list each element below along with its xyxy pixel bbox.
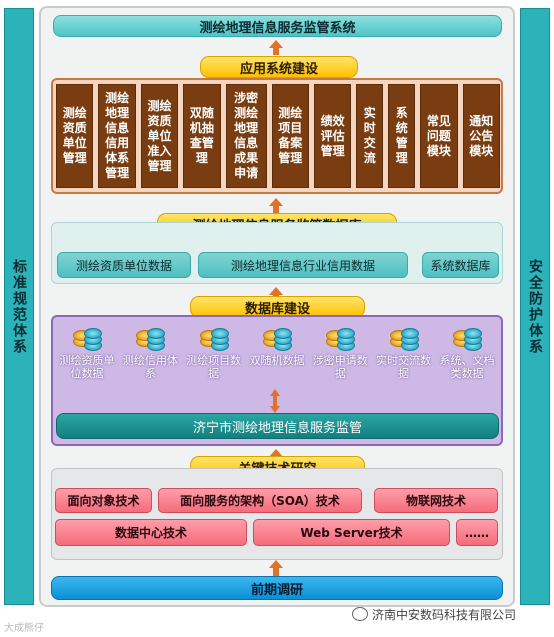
more-tech: …… xyxy=(456,519,498,546)
up-arrow-icon xyxy=(269,560,283,568)
watermark-left-text: 大成熊仔 xyxy=(4,623,44,634)
iot-tech: 物联网技术 xyxy=(374,488,498,513)
app-build-label: 应用系统建设 xyxy=(200,56,358,78)
arrow-stem xyxy=(273,46,279,55)
db-build-item-1: 测绘资质单位数据 xyxy=(56,326,118,390)
db-build-item-label: 测绘项目数据 xyxy=(186,354,242,380)
double-arrow-icon xyxy=(268,389,282,413)
database-stack-icon xyxy=(452,326,482,352)
up-arrow-icon xyxy=(269,287,283,295)
app-module-3: 测绘资质单位准入管理 xyxy=(140,84,179,188)
app-module-1: 测绘资质单位管理 xyxy=(56,84,94,188)
app-module-5: 涉密测绘地理信息成果申请 xyxy=(225,84,267,188)
web-server-tech: Web Server技术 xyxy=(253,519,450,546)
db-build-item-3: 测绘项目数据 xyxy=(183,326,245,390)
database-stack-icon xyxy=(199,326,229,352)
db-build-items: 测绘资质单位数据测绘信用体系测绘项目数据双随机数据涉密申请数据实时交流数据系统、… xyxy=(56,326,498,390)
data-center-tech: 数据中心技术 xyxy=(55,519,247,546)
db-build-item-label: 测绘资质单位数据 xyxy=(59,354,115,380)
db-build-item-label: 系统、文档类数据 xyxy=(439,354,495,380)
soa-tech: 面向服务的架构（SOA）技术 xyxy=(158,488,362,513)
app-module-4: 双随机抽查管理 xyxy=(183,84,221,188)
system-title: 测绘地理信息服务监管系统 xyxy=(53,15,502,37)
app-module-10: 常见问题模块 xyxy=(420,84,458,188)
up-arrow-icon xyxy=(269,40,283,48)
standards-system-bar: 标准规范体系 xyxy=(4,8,34,605)
jining-platform-bar: 济宁市测绘地理信息服务监管 xyxy=(56,413,499,439)
database-stack-icon xyxy=(136,326,166,352)
database-stack-icon xyxy=(73,326,102,352)
db-build-item-4: 双随机数据 xyxy=(246,326,308,390)
db-build-label: 数据库建设 xyxy=(190,296,365,318)
watermark-right: 济南中安数码科技有限公司 xyxy=(352,604,552,624)
watermark-left: 大成熊仔 xyxy=(4,619,44,634)
db-build-item-6: 实时交流数据 xyxy=(373,326,435,390)
db-build-item-5: 涉密申请数据 xyxy=(309,326,371,390)
app-module-7: 绩效评估管理 xyxy=(313,84,352,188)
arrow-stem xyxy=(273,567,279,576)
arrow-stem xyxy=(273,205,279,213)
app-module-6: 测绘项目备案管理 xyxy=(271,84,309,188)
oop-tech: 面向对象技术 xyxy=(55,488,152,513)
tech-panel xyxy=(51,468,503,560)
db-build-item-7: 系统、文档类数据 xyxy=(436,326,498,390)
app-module-9: 系统管理 xyxy=(388,84,416,188)
db-build-item-label: 测绘信用体系 xyxy=(122,354,178,380)
db-build-item-label: 实时交流数据 xyxy=(376,354,432,380)
app-module-2: 测绘地理信息信用体系管理 xyxy=(98,84,136,188)
up-arrow-icon xyxy=(269,449,283,457)
db-build-item-label: 涉密申请数据 xyxy=(312,354,368,380)
db-build-item-label: 双随机数据 xyxy=(249,354,305,367)
watermark-right-text: 济南中安数码科技有限公司 xyxy=(372,607,517,622)
qualification-unit-data: 测绘资质单位数据 xyxy=(57,252,191,278)
industry-credit-data: 测绘地理信息行业信用数据 xyxy=(198,252,408,278)
db-build-item-2: 测绘信用体系 xyxy=(119,326,181,390)
app-modules-row: 测绘资质单位管理测绘地理信息信用体系管理测绘资质单位准入管理双随机抽查管理涉密测… xyxy=(56,84,501,188)
database-stack-icon xyxy=(262,326,292,352)
system-database: 系统数据库 xyxy=(422,252,499,278)
database-stack-icon xyxy=(326,326,356,352)
wechat-icon xyxy=(352,607,368,621)
database-stack-icon xyxy=(389,326,419,352)
up-arrow-icon xyxy=(269,198,283,206)
app-module-8: 实时交流 xyxy=(356,84,384,188)
security-system-bar: 安全防护体系 xyxy=(520,8,550,605)
preliminary-research-bar: 前期调研 xyxy=(51,576,503,600)
app-module-11: 通知公告模块 xyxy=(462,84,501,188)
